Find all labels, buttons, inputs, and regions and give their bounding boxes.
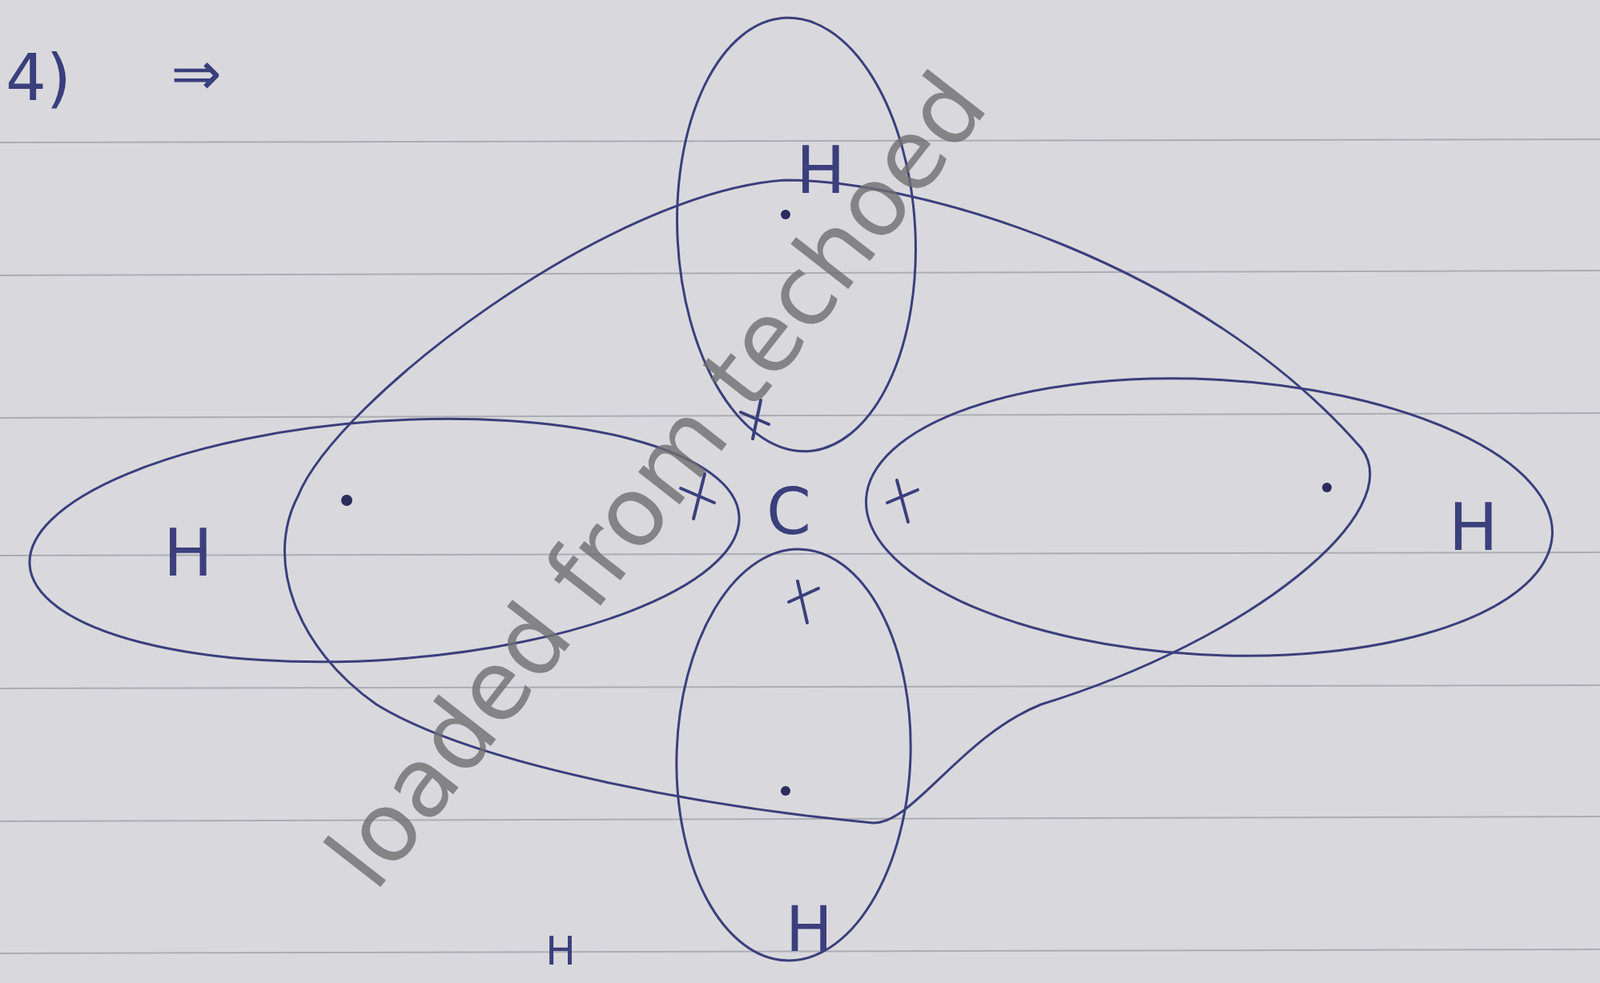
hydrogen-orbital: H	[673, 546, 914, 965]
implies-arrow: ⇒	[170, 43, 222, 105]
stray-letter: H	[545, 931, 576, 972]
hydrogen-orbital: H	[862, 376, 1556, 659]
atom-symbol: H	[785, 898, 833, 961]
watermark: loaded from techoed	[310, 56, 1002, 905]
atom-symbol: H	[1448, 494, 1499, 561]
question-number: 4)	[5, 46, 72, 111]
carbon-symbol: C	[766, 480, 812, 545]
atom-symbol: H	[163, 520, 214, 587]
